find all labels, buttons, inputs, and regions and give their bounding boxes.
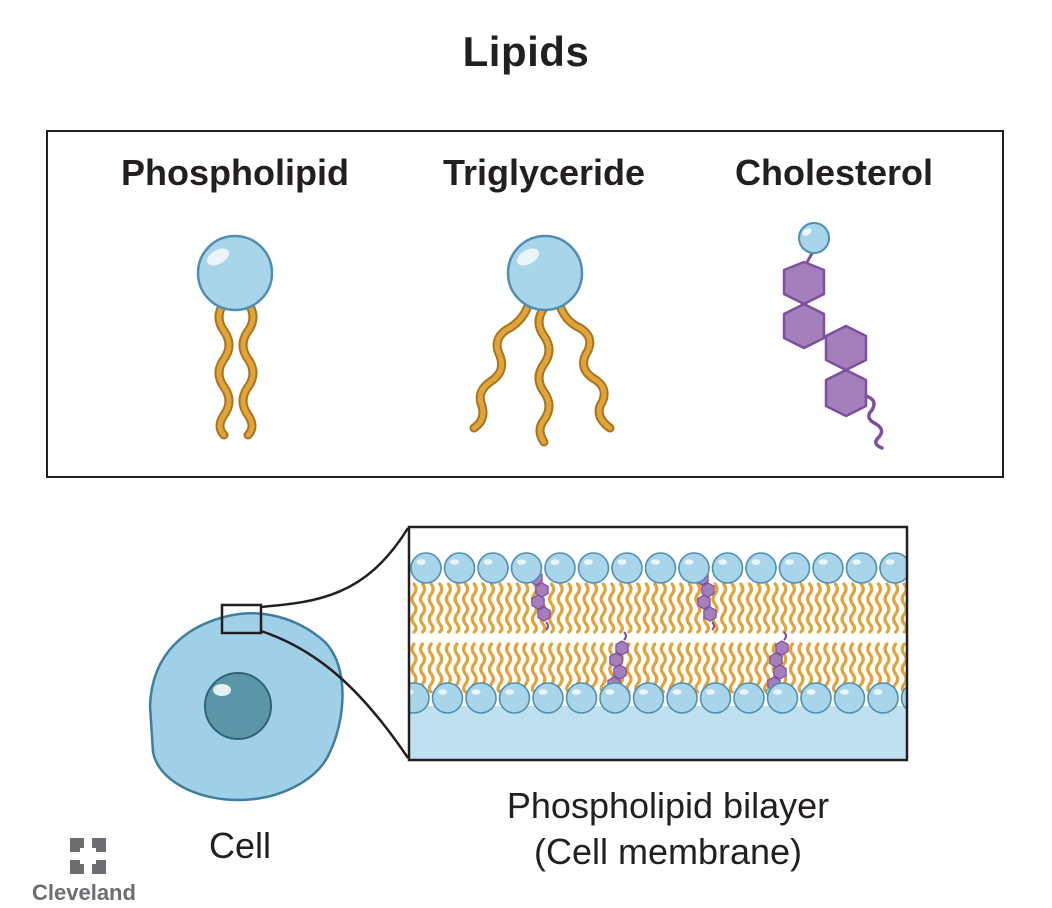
lipid-types-panel	[46, 130, 1004, 478]
bilayer-content	[408, 552, 908, 714]
cholesterol-molecule-icon	[782, 222, 884, 450]
bilayer-caption-line1: Phospholipid bilayer	[506, 785, 830, 826]
cholesterol-label: Cholesterol	[734, 152, 934, 193]
cleveland-clinic-logo-icon	[70, 838, 106, 874]
bilayer-caption-line2: (Cell membrane)	[533, 831, 803, 872]
cell-caption: Cell	[208, 825, 271, 866]
phospholipid-molecule-icon	[196, 234, 274, 440]
triglyceride-molecule-icon	[469, 234, 615, 447]
lipid-tails	[410, 582, 908, 694]
logo-text: Cleveland	[32, 880, 136, 905]
diagram-title: Lipids	[462, 28, 590, 75]
inner-head-row	[408, 682, 908, 714]
outer-head-row	[410, 552, 908, 584]
triglyceride-label: Triglyceride	[442, 152, 646, 193]
phospholipid-bilayer-icon	[407, 525, 909, 762]
phospholipid-label: Phospholipid	[121, 152, 349, 193]
